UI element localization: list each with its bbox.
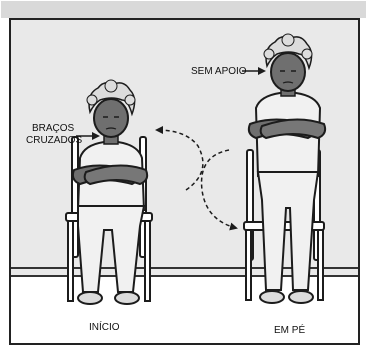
start-label: INÍCIO — [89, 320, 120, 333]
no-support-label: SEM APOIO — [191, 66, 247, 77]
crossed-arms-label-line1: BRAÇOS — [32, 123, 75, 134]
top-strip — [1, 1, 366, 18]
standing-label: EM PÉ — [274, 323, 305, 336]
crossed-arms-label-line2: CRUZADOS — [26, 135, 82, 146]
